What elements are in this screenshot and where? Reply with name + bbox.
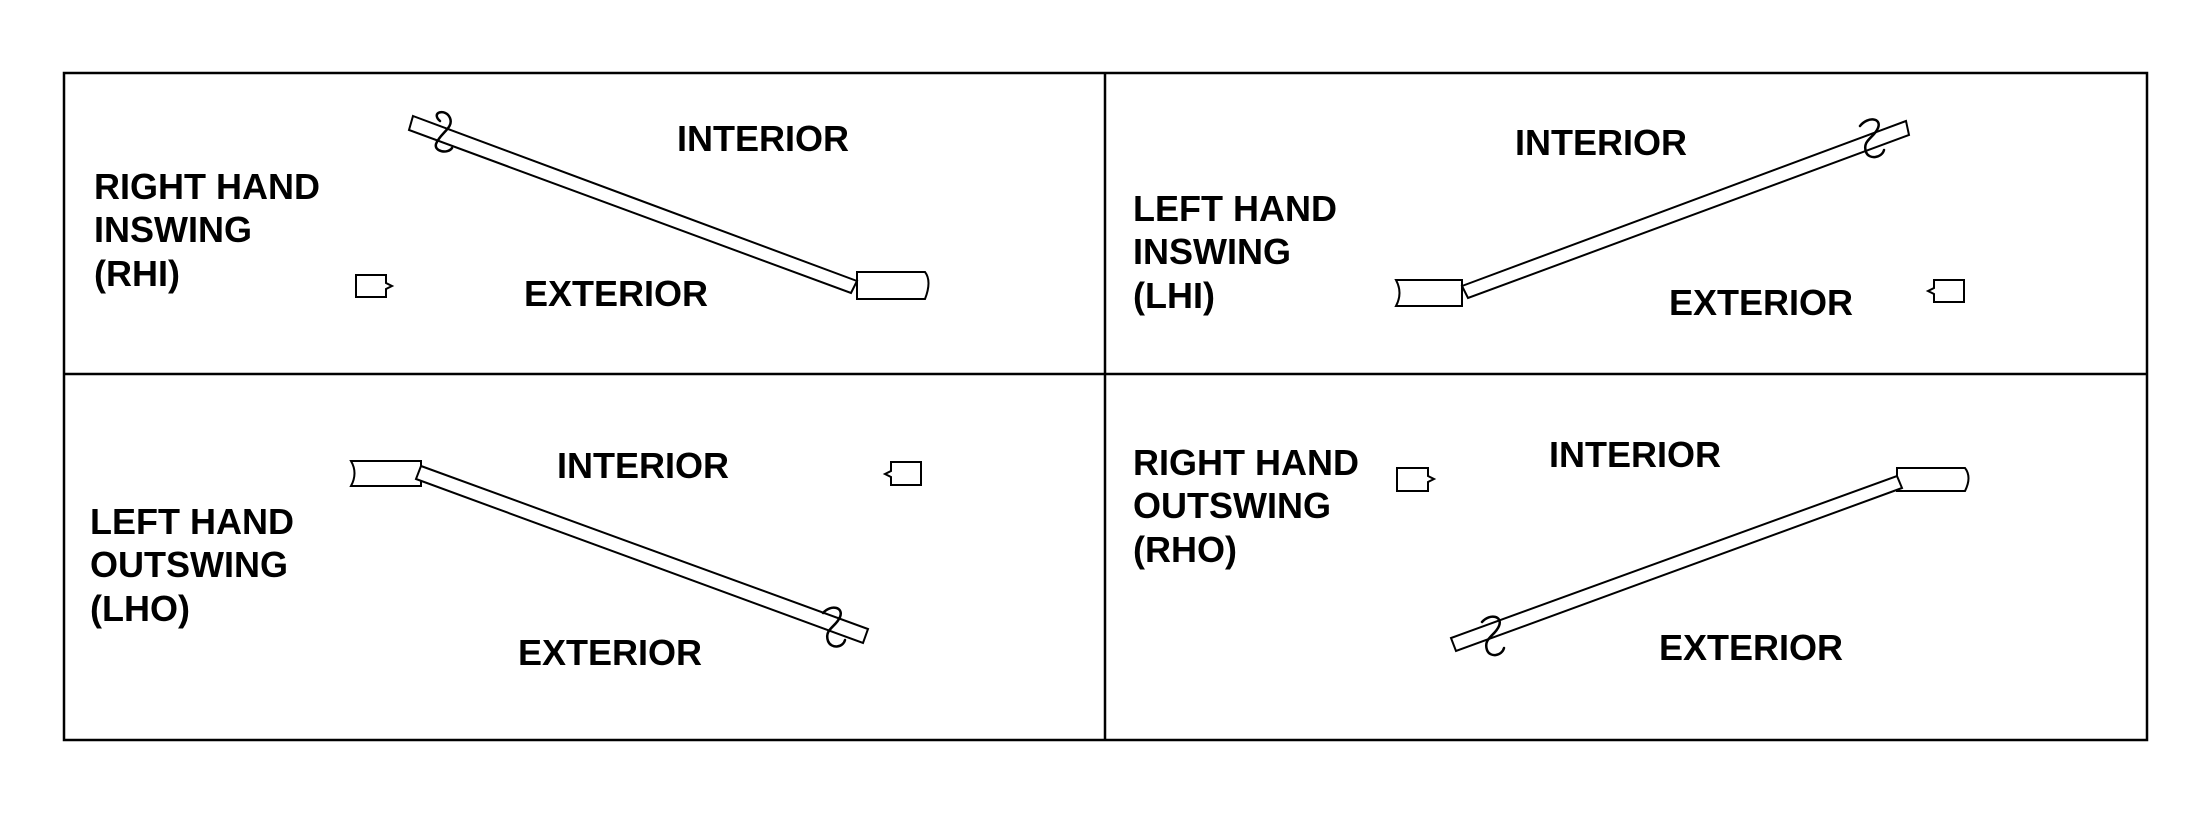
exterior-label: EXTERIOR	[1669, 282, 1853, 323]
panel-title-line-1: LEFT HAND	[90, 501, 294, 542]
panel-title-line-2: INSWING	[94, 209, 252, 250]
panel-title-line-3: (RHO)	[1133, 529, 1237, 570]
wall-jamb	[349, 460, 422, 487]
panel-title-line-2: OUTSWING	[1133, 485, 1331, 526]
panel-lhi: LEFT HAND INSWING (LHI) INTERIOR EXTERIO…	[1133, 118, 1965, 323]
strike-marker	[882, 461, 922, 486]
panel-title-line-2: OUTSWING	[90, 544, 288, 585]
grid-frame	[62, 71, 2149, 742]
panel-rho: RIGHT HAND OUTSWING (RHO) INTERIOR EXTER…	[1133, 434, 1970, 668]
hinge-icon	[821, 606, 847, 648]
strike-marker	[355, 274, 395, 298]
exterior-label: EXTERIOR	[524, 273, 708, 314]
panel-title-line-1: RIGHT HAND	[94, 166, 320, 207]
panel-title-line-1: LEFT HAND	[1133, 188, 1337, 229]
hinge-icon	[434, 110, 454, 153]
wall-jamb	[1896, 467, 1970, 492]
wall-jamb	[1394, 279, 1463, 307]
exterior-label: EXTERIOR	[1659, 627, 1843, 668]
interior-label: INTERIOR	[1515, 122, 1687, 163]
panel-rhi: RIGHT HAND INSWING (RHI) INTERIOR EXTERI…	[94, 110, 930, 314]
hinge-icon	[1480, 615, 1506, 657]
interior-label: INTERIOR	[1549, 434, 1721, 475]
strike-marker	[1396, 467, 1437, 492]
panel-lho: LEFT HAND OUTSWING (LHO) INTERIOR EXTERI…	[90, 445, 922, 673]
panel-title-line-3: (LHO)	[90, 588, 190, 629]
strike-marker	[1925, 279, 1965, 303]
panel-title-line-1: RIGHT HAND	[1133, 442, 1359, 483]
interior-label: INTERIOR	[677, 118, 849, 159]
interior-label: INTERIOR	[557, 445, 729, 486]
panel-title-line-3: (LHI)	[1133, 275, 1215, 316]
wall-jamb	[856, 271, 930, 300]
door-leaf	[1460, 119, 1911, 300]
exterior-label: EXTERIOR	[518, 632, 702, 673]
hinge-icon	[1858, 118, 1886, 159]
door-leaf	[407, 114, 859, 295]
panel-title-line-3: (RHI)	[94, 253, 180, 294]
door-leaf	[1449, 474, 1904, 653]
door-leaf	[414, 464, 870, 645]
panel-title-line-2: INSWING	[1133, 231, 1291, 272]
